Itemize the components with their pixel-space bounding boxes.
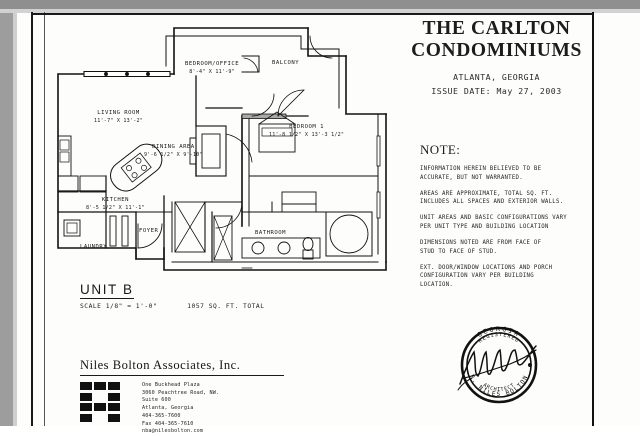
room-label-balcony: BALCONY	[272, 60, 300, 66]
svg-text:ARCHITECT: ARCHITECT	[482, 382, 516, 393]
sheet-border-left	[31, 12, 33, 426]
note-item: EXT. DOOR/WINDOW LOCATIONS AND PORCH CON…	[420, 264, 553, 289]
scan-edge-top-inner	[0, 9, 640, 13]
unit-name: UNIT B	[80, 282, 134, 299]
room-label-laundry: LAUNDRY	[80, 244, 108, 250]
room-label-bedroom-office: BEDROOM/OFFICE 8'-4" X 11'-9"	[185, 61, 240, 75]
sheet-border-right	[592, 12, 594, 426]
room-label-bathroom: BATHROOM	[255, 230, 286, 236]
sheet-border-top	[31, 13, 593, 15]
architect-firm-block: Niles Bolton Associates, Inc. One Buckhe…	[80, 358, 295, 436]
seal-drawing: GEORGIA REGISTERED ARCHITECT R. NILES BO…	[457, 325, 538, 404]
room-label-living-room: LIVING ROOM 11'-7" X 13'-2"	[94, 110, 144, 124]
unit-title-block: UNIT B SCALE 1/8" = 1'-0" 1057 SQ. FT. T…	[80, 281, 265, 310]
project-title-line-2: CONDOMINIUMS	[411, 39, 582, 61]
project-location: ATLANTA, GEORGIA	[453, 71, 540, 82]
floor-plan-drawing	[57, 27, 387, 271]
architect-seal-stamp: GEORGIA REGISTERED ARCHITECT R. NILES BO…	[452, 318, 546, 412]
project-title-block: THE CARLTON CONDOMINIUMS ATLANTA, GEORGI…	[404, 18, 589, 97]
sheet-border-left-secondary	[44, 12, 45, 426]
scan-edge-left	[0, 0, 13, 426]
unit-area: 1057 SQ. FT. TOTAL	[187, 303, 265, 310]
scan-edge-left-inner	[13, 0, 17, 426]
project-issue-date: ISSUE DATE: May 27, 2003	[431, 85, 562, 96]
firm-name: Niles Bolton Associates, Inc.	[80, 358, 241, 372]
note-heading: NOTE:	[420, 142, 461, 157]
floor-plan: BEDROOM/OFFICE 8'-4" X 11'-9" BALCONY LI…	[46, 16, 396, 286]
room-label-kitchen: KITCHEN 8'-5 1/2" X 11'-1"	[86, 197, 145, 211]
firm-divider	[80, 375, 284, 376]
unit-scale: SCALE 1/8" = 1'-0"	[80, 303, 158, 310]
room-label-dining-area: DINING AREA 9'-6 1/2" X 9'-10"	[144, 144, 203, 158]
scan-edge-top	[0, 0, 640, 9]
firm-logo-icon	[80, 382, 120, 422]
note-item: UNIT AREAS AND BASIC CONFIGURATIONS VARY…	[420, 215, 567, 231]
room-label-bedroom-1: BEDROOM 1 11'-8 1/2" X 13'-3 1/2"	[269, 124, 345, 138]
note-item: AREAS ARE APPROXIMATE, TOTAL SQ. FT. INC…	[420, 190, 564, 206]
seal-bottom-text: ARCHITECT	[482, 382, 515, 393]
firm-address: One Buckhead Plaza 3060 Peachtree Road, …	[142, 382, 220, 435]
project-title-line-1: THE CARLTON	[422, 18, 571, 39]
note-block: NOTE: INFORMATION HEREIN BELIEVED TO BE …	[420, 142, 595, 297]
note-item: DIMENSIONS NOTED ARE FROM FACE OF STUD T…	[420, 239, 542, 255]
room-label-foyer: FOYER	[139, 228, 159, 234]
note-item: INFORMATION HEREIN BELIEVED TO BE ACCURA…	[420, 166, 542, 181]
